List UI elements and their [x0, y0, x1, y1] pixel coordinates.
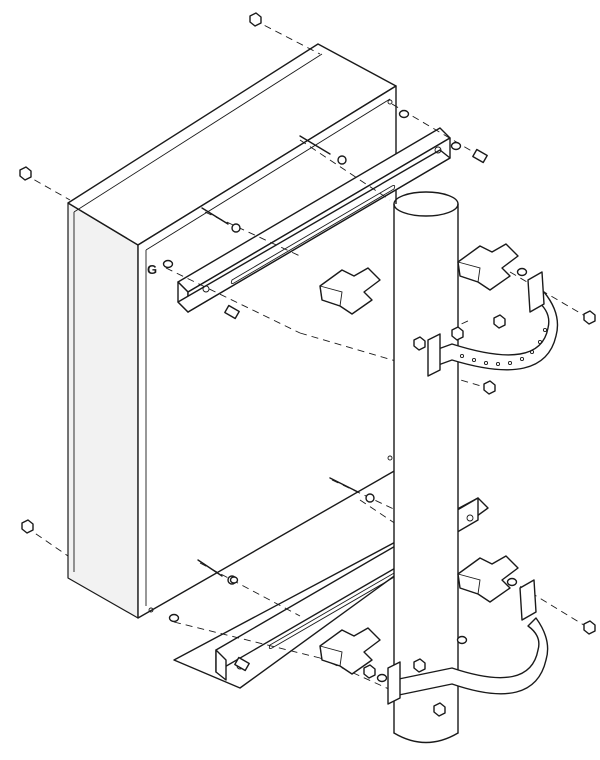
band-perforation [471, 357, 477, 363]
enclosure-hole [148, 607, 154, 613]
nut [483, 380, 496, 395]
bolts [197, 135, 488, 672]
nut [413, 658, 426, 673]
enclosure-label: G [147, 262, 157, 277]
pole [393, 191, 459, 744]
nut [583, 310, 596, 325]
band-perforation [483, 360, 489, 366]
rail-slot [230, 184, 396, 285]
band-end-tab [519, 579, 537, 621]
nut [249, 12, 262, 27]
nuts [19, 12, 596, 717]
nut [493, 314, 506, 329]
top-mounting-rail [177, 127, 451, 313]
nut [363, 664, 376, 679]
nut [433, 702, 446, 717]
pole-top-end [393, 191, 459, 217]
lower-clamp-band [387, 579, 549, 705]
cap-screw [234, 656, 250, 672]
nut [451, 326, 464, 341]
rail-end [215, 649, 227, 681]
upper-clamp-band [427, 271, 559, 377]
enclosure-top-inner-edge [73, 53, 323, 213]
band-perforation [542, 327, 548, 333]
lower-v-bracket-right [457, 555, 519, 603]
bolt [299, 135, 347, 165]
enclosure-hole [387, 99, 393, 105]
enclosure-door-seam-top [145, 98, 391, 251]
upper-v-bracket-right [457, 243, 519, 291]
lower-v-bracket-left [319, 627, 381, 675]
band-perforation [519, 356, 525, 362]
band-perforation [537, 339, 543, 345]
enclosure-hole [387, 455, 393, 461]
enclosure: G [67, 43, 397, 619]
enclosure-side-face [67, 202, 139, 619]
nut [19, 166, 32, 181]
band-perforation [507, 360, 513, 366]
nut [413, 336, 426, 351]
rail-hole [202, 285, 210, 293]
nut [583, 620, 596, 635]
band-end-tab [527, 271, 545, 313]
pole-bottom-end [393, 732, 459, 744]
rail-hole [466, 514, 474, 522]
band-perforation [529, 349, 535, 355]
washers [162, 109, 528, 683]
rail-hole [434, 146, 442, 154]
bolt [329, 477, 375, 503]
cap-screw [224, 304, 240, 320]
upper-v-bracket-left [319, 267, 381, 315]
band-end-tab [387, 661, 401, 705]
nut [21, 519, 34, 534]
bolt [201, 207, 241, 233]
band-perforation [495, 361, 501, 367]
band-end-tab [427, 333, 441, 377]
band-perforation [459, 353, 465, 359]
cap-screw [472, 148, 488, 164]
